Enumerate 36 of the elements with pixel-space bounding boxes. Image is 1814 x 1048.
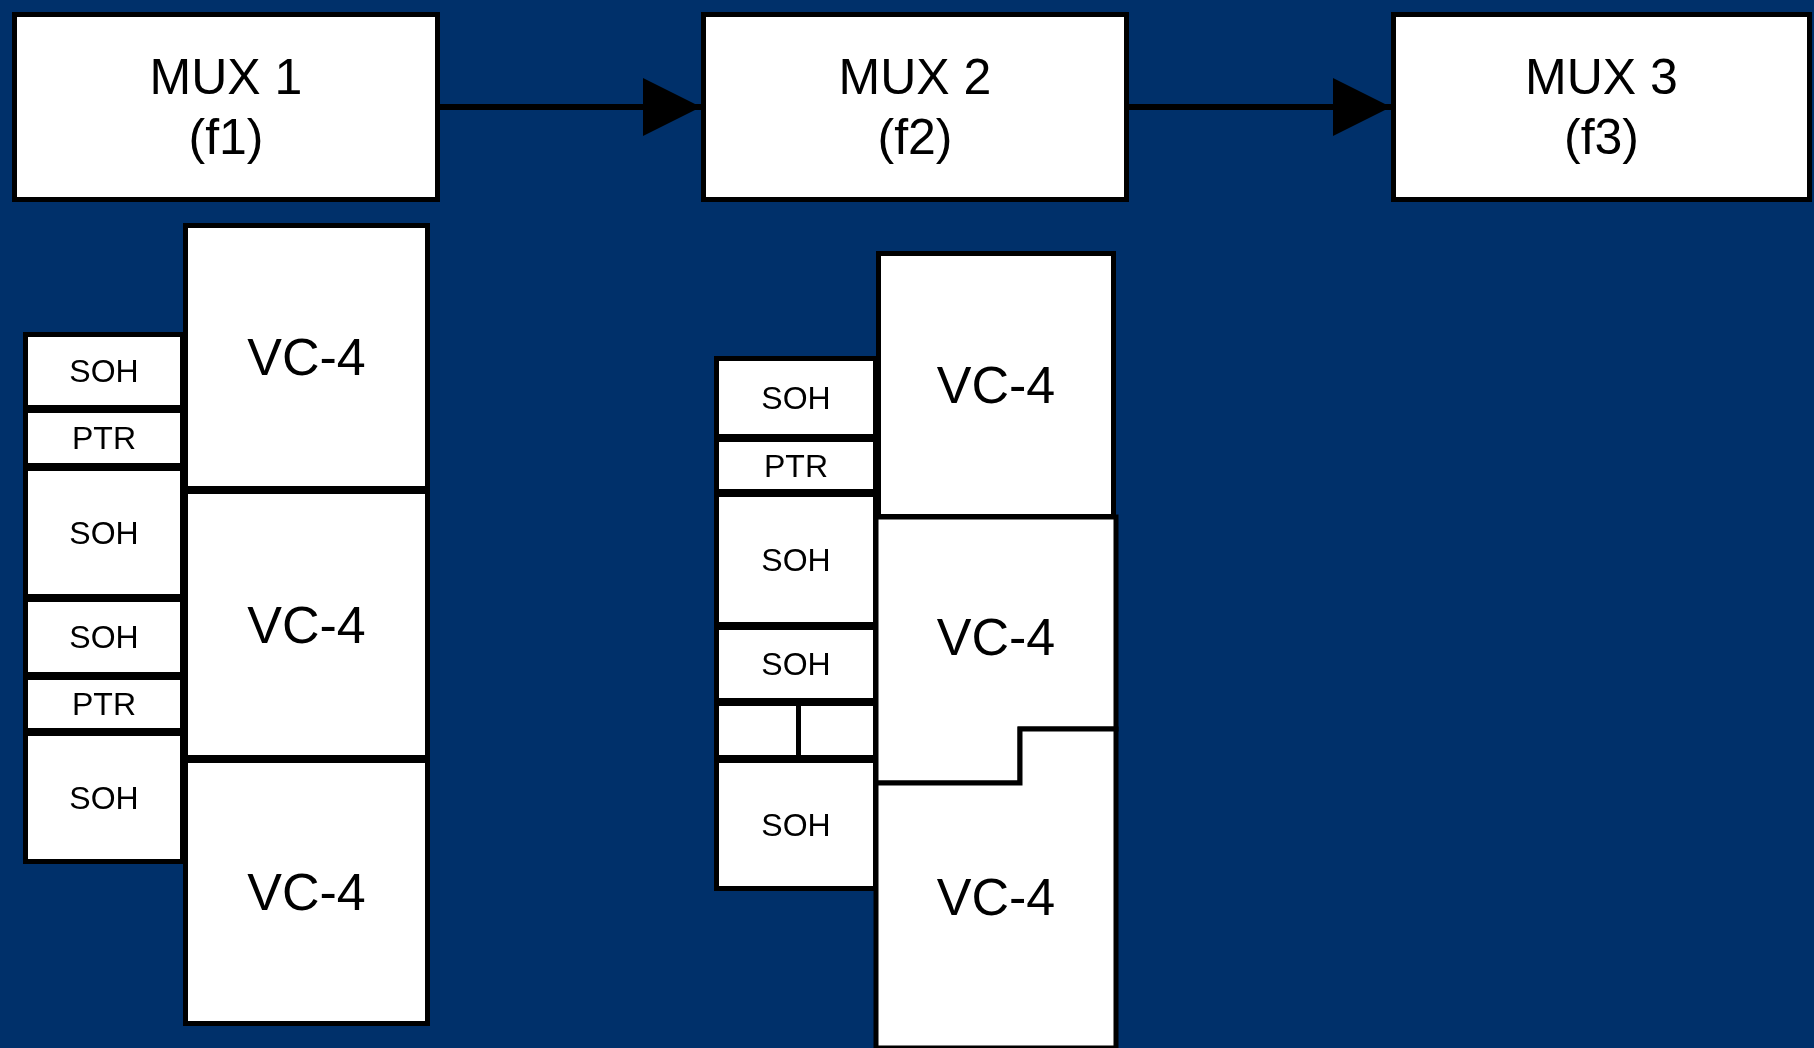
block-label: VC-4: [936, 354, 1056, 416]
mux-label: MUX 1 (f1): [148, 48, 304, 167]
mux-box: [1391, 12, 1812, 202]
block-label: SOH: [69, 617, 139, 657]
block-label: SOH: [761, 644, 831, 684]
block-label: PTR: [72, 418, 136, 458]
mux-label: MUX 2 (f2): [837, 48, 993, 167]
container-block: [183, 758, 430, 1026]
block-label: SOH: [69, 778, 139, 817]
block-label: VC-4: [247, 326, 366, 388]
overhead-block: [23, 466, 185, 599]
overhead-block: [23, 597, 185, 677]
overhead-block: [714, 492, 878, 627]
container-block: [183, 489, 430, 760]
block-label: PTR: [764, 446, 828, 485]
block-label: SOH: [761, 540, 831, 579]
block-label: VC-4: [247, 594, 366, 656]
block-label: SOH: [69, 351, 139, 391]
block-label: VC-4: [936, 866, 1056, 928]
overhead-block: [714, 356, 878, 439]
container-block: [183, 223, 430, 491]
mux-box: [701, 12, 1129, 202]
pointer-block: [23, 675, 185, 733]
arrow: [1129, 78, 1391, 136]
block-label: VC-4: [247, 861, 366, 923]
mux-label: MUX 3 (f3): [1524, 48, 1679, 167]
pointer-block: [714, 437, 878, 494]
mux-box: [12, 12, 440, 202]
block-label: SOH: [69, 513, 139, 552]
overhead-block: [23, 731, 185, 864]
arrow: [440, 78, 701, 136]
block-label: PTR: [72, 684, 136, 724]
block-label: SOH: [761, 378, 831, 417]
block-label: SOH: [761, 805, 831, 844]
overhead-block: [23, 332, 185, 410]
pointer-block: [23, 408, 185, 468]
